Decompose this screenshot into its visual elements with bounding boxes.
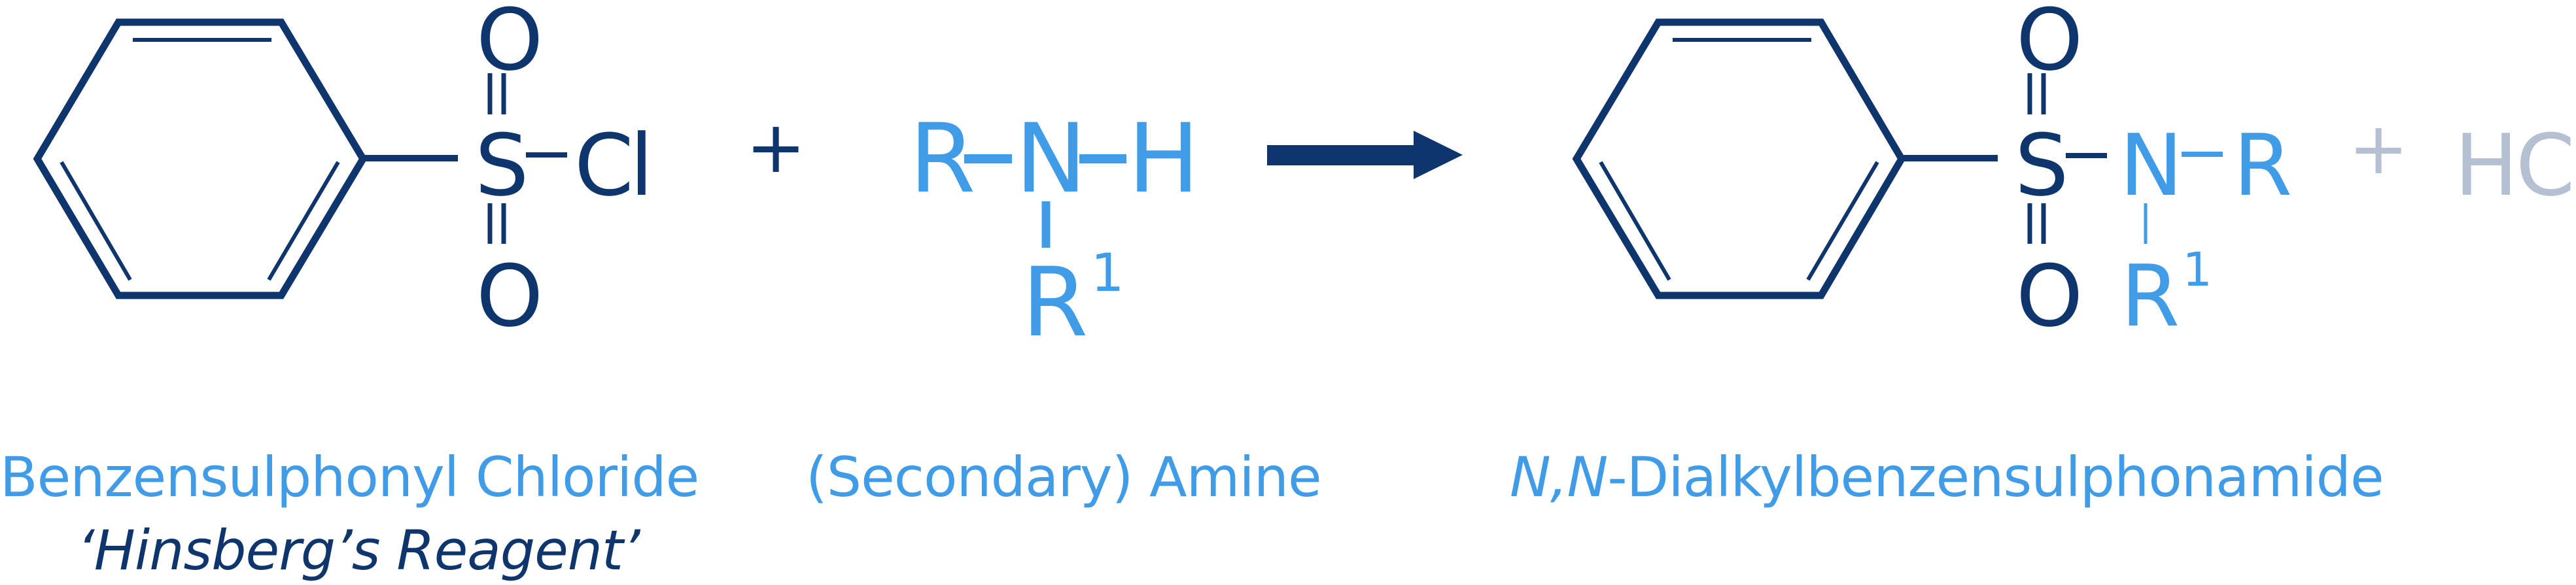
- reaction-arrow-icon: [1267, 131, 1463, 179]
- amine-hydrogen: H: [1128, 103, 1200, 214]
- sulfur-product: S: [2015, 116, 2069, 215]
- plus-sign-2: +: [2348, 107, 2409, 190]
- reactant-2-name: (Secondary) Amine: [806, 445, 1322, 509]
- r1-superscript: 1: [2182, 242, 2212, 297]
- oxygen-bottom-reactant: O: [476, 246, 544, 346]
- amine-nitrogen: N: [1015, 103, 1087, 214]
- oxygen-top-product: O: [2016, 0, 2083, 90]
- benzene-ring-reactant: [33, 18, 368, 299]
- r1-superscript: 1: [1090, 241, 1124, 303]
- product-r1-group: R1: [2121, 246, 2212, 339]
- oxygen-top-reactant: O: [476, 0, 544, 90]
- product-name-rest: -Dialkylbenzensulphonamide: [1607, 445, 2384, 509]
- oxygen-bottom-product: O: [2016, 246, 2083, 346]
- chlorine-reactant: Cl: [574, 116, 653, 215]
- amine-bonds: [964, 154, 1126, 248]
- r1-letter: R: [2121, 246, 2180, 346]
- product-name: N,N-Dialkylbenzensulphonamide: [1510, 450, 2384, 505]
- sulfur-reactant: S: [475, 116, 529, 215]
- r1-letter: R: [1022, 247, 1088, 358]
- amine-r1-group: R1: [1022, 246, 1124, 350]
- reactant-1-alias: ‘Hinsberg’s Reagent’: [77, 518, 640, 582]
- product-r-group: R: [2233, 116, 2293, 215]
- sulfonyl-bonds-product: [1902, 73, 2107, 244]
- sulfonyl-bonds-reactant: [363, 73, 567, 244]
- reactant-1-name: Benzensulphonyl Chloride: [0, 445, 699, 509]
- product-nitrogen: N: [2119, 116, 2184, 215]
- amine-r-group: R: [909, 103, 976, 214]
- amide-bonds-product: [2144, 152, 2223, 244]
- hcl-byproduct: HCl: [2454, 116, 2576, 215]
- plus-sign-1: +: [746, 105, 807, 189]
- benzene-ring-product: [1572, 18, 1906, 299]
- product-name-prefix: N,N: [1510, 445, 1608, 509]
